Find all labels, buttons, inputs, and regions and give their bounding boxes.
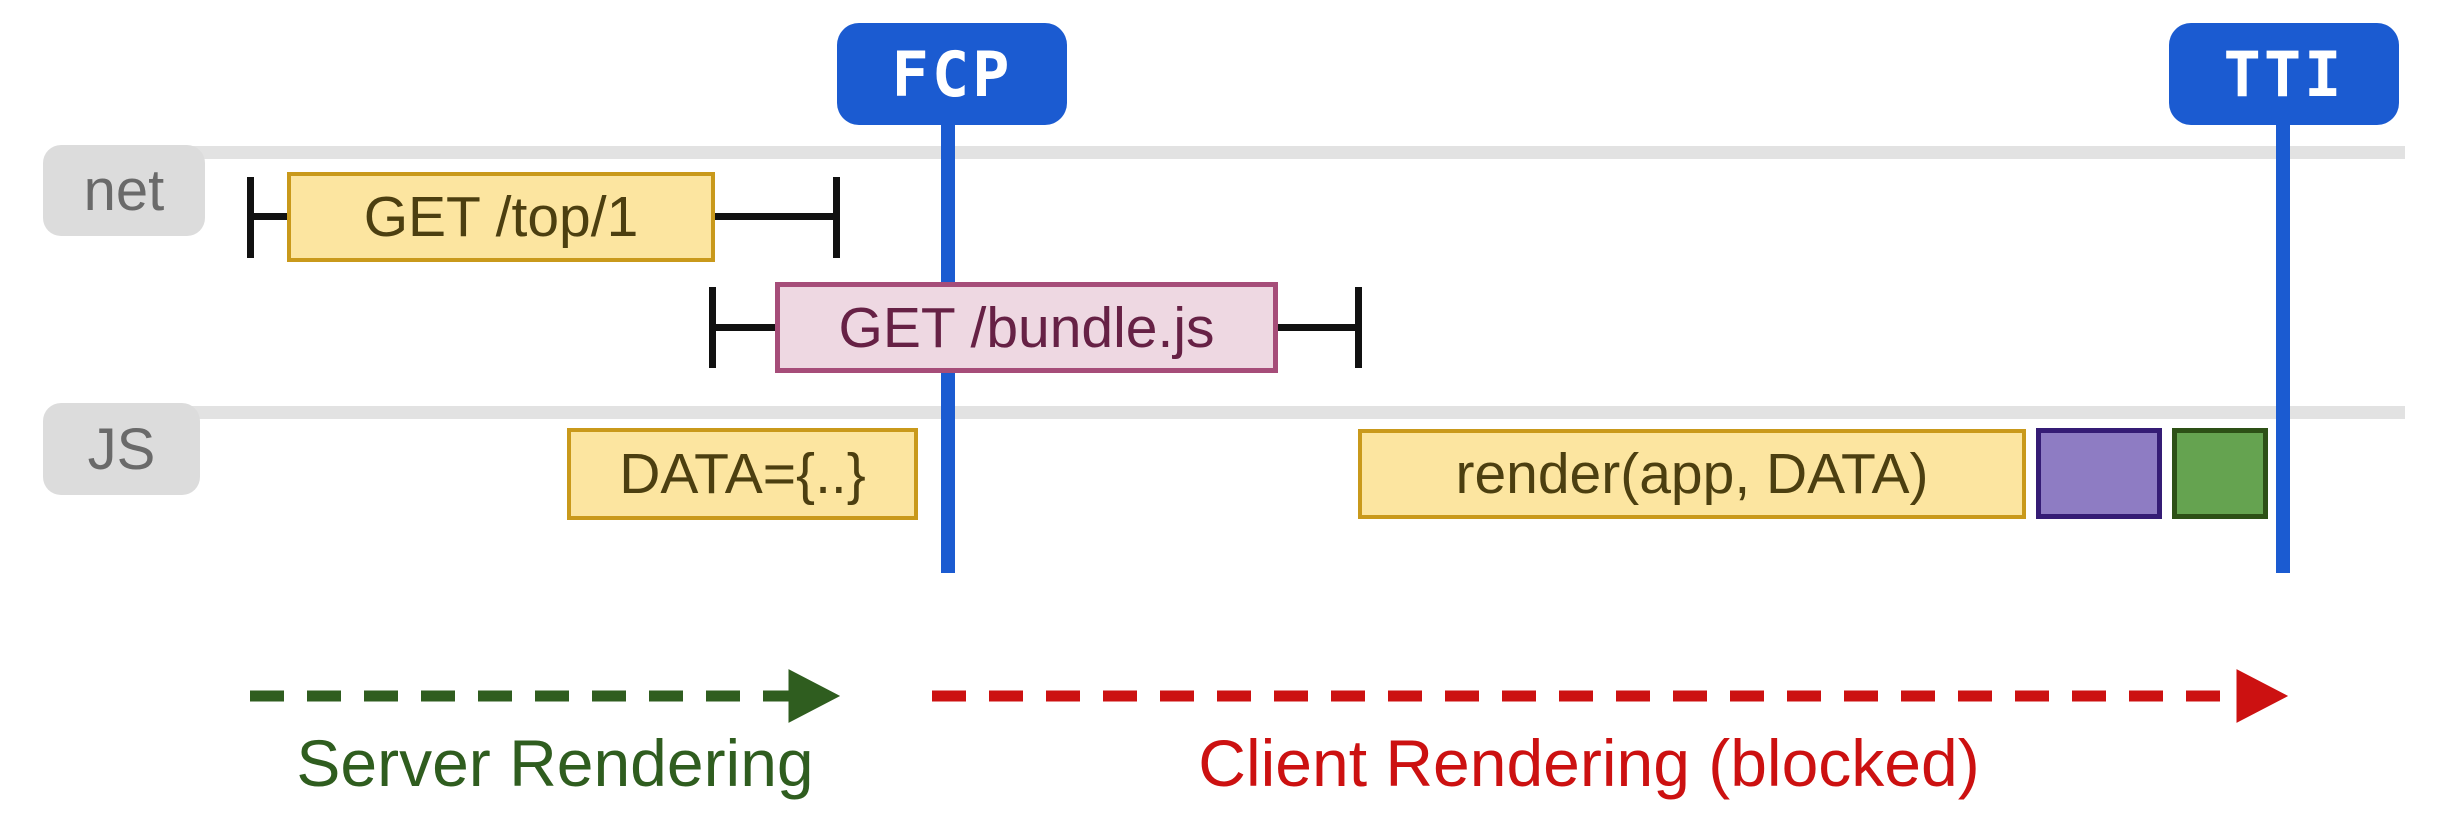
request2-left-whisker [716,324,777,331]
js-lane-track [60,406,2405,419]
client-rendering-arrowhead [2236,669,2289,723]
net-lane-label-text: net [83,158,165,223]
request2-end-tick [1355,287,1362,368]
net-request-bundle-box: GET /bundle.js [775,282,1278,373]
request1-right-whisker [715,213,835,220]
net-lane-track [60,146,2405,159]
tti-badge-label: TTI [2223,37,2345,111]
request2-right-whisker [1278,324,1357,331]
js-task-render-label: render(app, DATA) [1455,442,1929,506]
tti-marker-line [2276,123,2290,573]
js-task-purple-box [2036,428,2162,519]
net-request-bundle-label: GET /bundle.js [838,295,1215,360]
request1-start-tick [247,177,254,258]
js-lane-label: JS [43,403,200,495]
client-rendering-label: Client Rendering (blocked) [1198,726,1980,800]
fcp-badge: FCP [837,23,1067,125]
tti-badge: TTI [2169,23,2399,125]
js-lane-label-text: JS [87,416,156,482]
request1-end-tick [833,177,840,258]
js-task-green-box [2172,428,2268,519]
js-task-data-box: DATA={..} [567,428,918,520]
server-rendering-label: Server Rendering [296,726,814,800]
net-request-top1-box: GET /top/1 [287,172,715,262]
net-request-top1-label: GET /top/1 [363,185,639,249]
request1-left-whisker [254,213,289,220]
request2-start-tick [709,287,716,368]
server-rendering-arrowhead [788,669,841,723]
fcp-badge-label: FCP [891,37,1013,111]
net-lane-label: net [43,145,205,236]
js-task-render-box: render(app, DATA) [1358,429,2026,519]
js-task-data-label: DATA={..} [619,442,866,506]
